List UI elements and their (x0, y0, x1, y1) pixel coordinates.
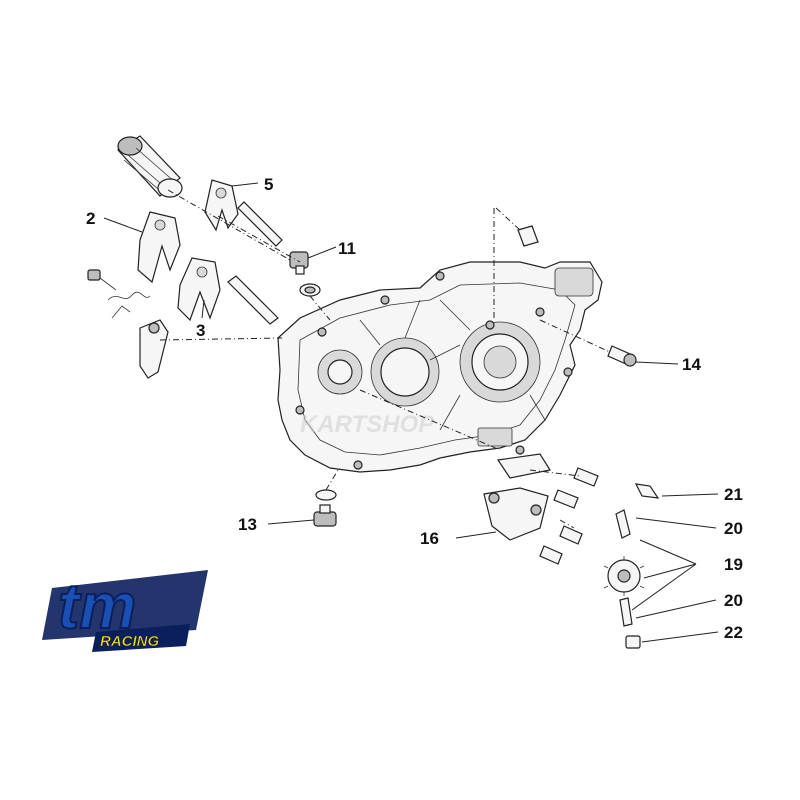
fork-shaft-lower (227, 275, 279, 325)
pump-shaft (615, 509, 633, 627)
detent-arm (139, 319, 169, 379)
callout-20-lower: 20 (724, 591, 743, 610)
callout-19: 19 (724, 555, 743, 574)
part-14-fitting (607, 345, 637, 367)
alignment-lines (159, 189, 611, 529)
detent-screw (87, 269, 117, 291)
leader-lines (103, 182, 719, 643)
shift-fork-2 (137, 211, 181, 284)
callout-13: 13 (238, 515, 257, 534)
callout-14: 14 (682, 355, 701, 374)
logo-subtext: RACING (100, 633, 159, 650)
callout-5: 5 (264, 175, 273, 194)
dowel-pin (517, 225, 539, 247)
part-13-plug (313, 489, 337, 527)
watermark-text: KARTSHOP (300, 411, 435, 438)
callout-3: 3 (196, 321, 205, 340)
detent-spring (107, 291, 151, 319)
shift-fork-5 (204, 179, 239, 232)
tm-racing-logo: tm RACING (42, 569, 208, 652)
callout-21: 21 (724, 485, 743, 504)
callout-2: 2 (86, 209, 95, 228)
crankcase-half (277, 261, 603, 473)
bolt-set (539, 467, 599, 565)
callout-22: 22 (724, 623, 743, 642)
part-22-pin (625, 635, 641, 649)
shift-drum (117, 135, 183, 198)
oil-pump-gear (603, 556, 645, 596)
callout-16: 16 (420, 529, 439, 548)
part-11-plug (289, 251, 321, 297)
part-16-bracket (483, 453, 551, 541)
shift-fork-3 (177, 257, 221, 322)
callout-11: 11 (338, 239, 356, 258)
callout-20-upper: 20 (724, 519, 743, 538)
part-21-key (634, 483, 660, 499)
callout-labels: 2 3 5 11 13 14 16 19 20 20 21 22 (86, 175, 743, 642)
fork-shaft-upper (237, 201, 283, 247)
